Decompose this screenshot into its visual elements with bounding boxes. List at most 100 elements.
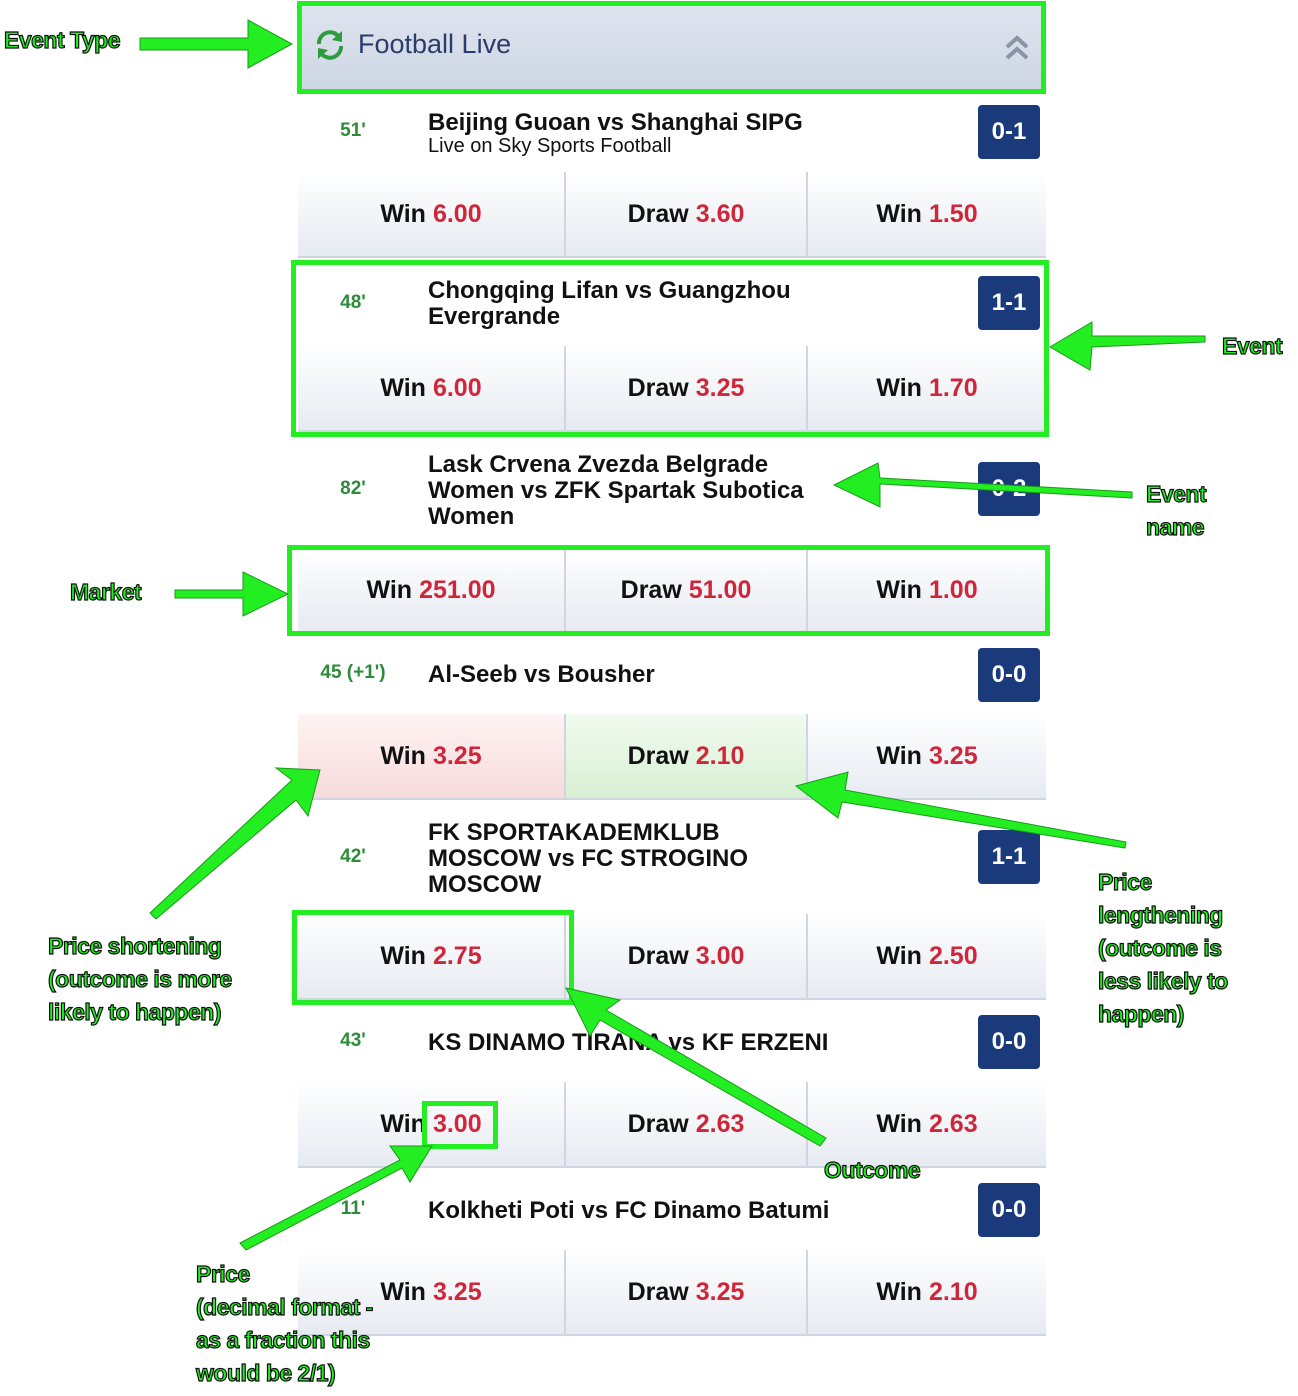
event-subtitle: Live on Sky Sports Football: [428, 135, 672, 157]
event-type-highlight: [297, 1, 1046, 94]
annotation-line: less likely to: [1097, 967, 1229, 994]
outcome-label: Win: [876, 1109, 922, 1138]
event-name: FK SPORTAKADEMKLUB MOSCOW vs FC STROGINO…: [428, 819, 749, 898]
outcome-label: Draw: [627, 1277, 689, 1306]
arrow-event-name: [832, 462, 1133, 508]
match-minute: 42': [340, 846, 366, 867]
annotation-line: (outcome is: [1097, 934, 1222, 961]
outcome-label: Draw: [627, 199, 689, 228]
event-row[interactable]: 48' Chongqing Lifan vs Guangzhou Evergra…: [298, 264, 1046, 346]
match-minute: 48': [340, 292, 366, 313]
outcome-price: 1.50: [928, 199, 978, 228]
match-minute: 82': [340, 478, 366, 499]
price-highlight: [422, 1101, 498, 1149]
event-type-header[interactable]: Football Live: [298, 2, 1044, 92]
event-row[interactable]: 82' Lask Crvena Zvezda Belgrade Women vs…: [298, 440, 1046, 548]
outcome-price: 2.10: [695, 741, 745, 770]
annotation-price: Price (decimal format - as a fraction th…: [195, 1258, 374, 1390]
arrow-event: [1049, 321, 1206, 371]
event-name: Chongqing Lifan vs Guangzhou Evergrande: [428, 277, 791, 330]
outcome-label: Win: [380, 941, 426, 970]
event-highlight: [291, 260, 1049, 437]
event-row[interactable]: 43' KS DINAMO TIRANA vs KF ERZENI 0-0: [298, 1000, 1046, 1082]
outcome-price: 3.25: [695, 1277, 745, 1306]
outcome-label: Win: [366, 575, 413, 604]
arrow-price: [239, 1145, 433, 1251]
outcome-label: Draw: [627, 741, 689, 770]
event-row[interactable]: 11' Kolkheti Poti vs FC Dinamo Batumi 0-…: [298, 1168, 1046, 1250]
outcome-price: 6.00: [432, 373, 482, 402]
outcome-label: Win: [876, 575, 922, 604]
annotation-event-type: Event Type: [3, 26, 121, 53]
event-name: Kolkheti Poti vs FC Dinamo Batumi: [428, 1197, 830, 1224]
outcome-price: 3.25: [432, 1277, 482, 1306]
outcome-price: 6.00: [432, 199, 482, 228]
match-minute: 11': [340, 1198, 366, 1219]
annotation-line: as a fraction this: [195, 1326, 370, 1353]
annotation-line: happen): [1097, 1000, 1185, 1027]
annotation-line: likely to happen): [47, 998, 222, 1025]
outcome-price: 3.60: [695, 199, 745, 228]
event-row[interactable]: 45 (+1') Al-Seeb vs Bousher 0-0: [298, 634, 1046, 714]
annotation-line: Price: [195, 1260, 250, 1287]
refresh-icon: [317, 30, 343, 60]
outcome-label: Draw: [627, 373, 689, 402]
score-badge: 0-0: [978, 1183, 1040, 1237]
annotation-line: name: [1145, 513, 1205, 540]
score-badge: 0-0: [978, 648, 1040, 702]
event-row[interactable]: 42' FK SPORTAKADEMKLUB MOSCOW vs FC STRO…: [298, 808, 1046, 914]
score-badge: 1-1: [978, 830, 1040, 884]
event-name: Beijing Guoan vs Shanghai SIPG Live on S…: [428, 110, 948, 157]
outcome-label: Win: [380, 199, 426, 228]
outcome-price: 2.63: [928, 1109, 978, 1138]
outcome-price: 3.25: [928, 741, 978, 770]
annotation-outcome: Outcome: [823, 1156, 921, 1183]
outcome-price: 2.10: [928, 1277, 978, 1306]
outcome-price: 2.75: [432, 941, 482, 970]
event-row[interactable]: 51' Beijing Guoan vs Shanghai SIPG Live …: [298, 94, 1046, 172]
arrow-lengthening: [794, 771, 1127, 849]
outcome-price: 3.00: [695, 941, 745, 970]
annotation-price-lengthening: Price lengthening (outcome is less likel…: [1097, 866, 1229, 1031]
annotation-line: Price: [1097, 868, 1152, 895]
annotation-line: (decimal format -: [195, 1293, 374, 1320]
outcome-price: 3.25: [695, 373, 745, 402]
outcome-label: Draw: [627, 1109, 689, 1138]
outcome-highlight: [292, 910, 574, 1005]
score-badge: 0-1: [978, 105, 1040, 159]
chevron-up-icon[interactable]: [1004, 34, 1030, 62]
arrow-outcome: [565, 987, 827, 1147]
outcome-label: Win: [876, 1277, 922, 1306]
outcome-label: Win: [380, 741, 426, 770]
outcome-price: 3.25: [432, 741, 482, 770]
annotation-event-name: Event name: [1145, 478, 1207, 544]
